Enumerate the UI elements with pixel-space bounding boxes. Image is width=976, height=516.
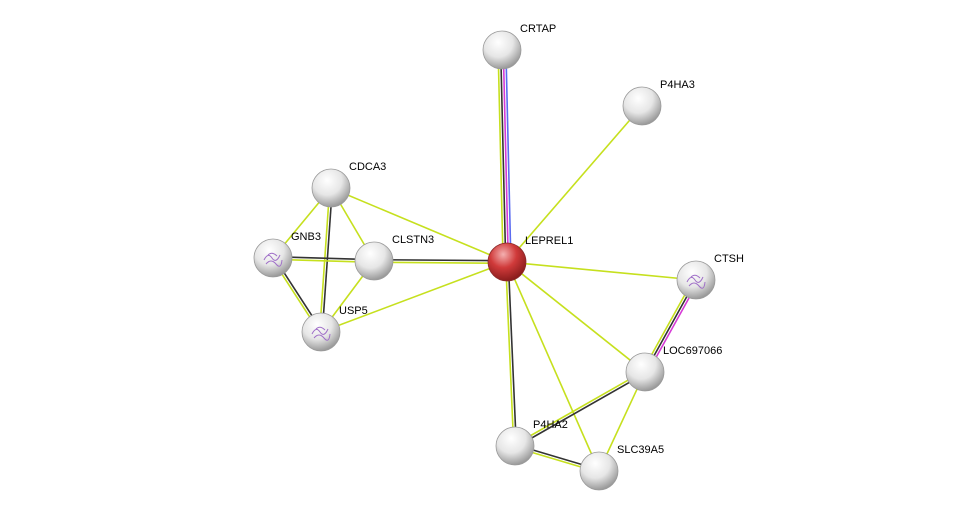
node-leprel1[interactable]: LEPREL1 bbox=[487, 235, 573, 282]
node-circle[interactable] bbox=[622, 86, 662, 126]
edge-evidence-coexpression bbox=[374, 258, 508, 262]
edge-evidence-textmining bbox=[504, 262, 515, 447]
node-label: LOC697066 bbox=[663, 345, 722, 357]
edge-p4ha3-leprel1[interactable] bbox=[506, 105, 643, 263]
node-loc697066[interactable]: LOC697066 bbox=[625, 345, 722, 392]
edge-cdca3-leprel1[interactable] bbox=[330, 187, 508, 263]
node-clstn3[interactable]: CLSTN3 bbox=[354, 234, 434, 281]
node-label: CRTAP bbox=[520, 23, 556, 35]
node-label: GNB3 bbox=[291, 231, 321, 243]
node-label: CTSH bbox=[714, 253, 744, 265]
node-p4ha3[interactable]: P4HA3 bbox=[622, 79, 695, 126]
node-circle[interactable] bbox=[311, 168, 351, 208]
node-circle[interactable] bbox=[625, 352, 665, 392]
edge-evidence-experiments bbox=[502, 49, 510, 262]
edge-evidence-textmining bbox=[320, 261, 508, 333]
node-p4ha2[interactable]: P4HA2 bbox=[495, 419, 568, 466]
edge-evidence-textmining bbox=[506, 261, 697, 281]
edge-evidence-textmining bbox=[506, 105, 643, 263]
edge-crtap-leprel1[interactable] bbox=[497, 49, 512, 263]
node-label: CLSTN3 bbox=[392, 234, 434, 246]
edge-evidence-database bbox=[505, 49, 512, 262]
edge-evidence-textmining bbox=[318, 187, 331, 332]
edge-leprel1-p4ha2[interactable] bbox=[504, 261, 518, 447]
edge-evidence-textmining bbox=[506, 261, 600, 472]
protein-structure-icon bbox=[263, 252, 283, 267]
node-circle[interactable] bbox=[676, 260, 716, 300]
edge-leprel1-ctsh[interactable] bbox=[506, 261, 697, 281]
edge-loc697066-p4ha2[interactable] bbox=[513, 370, 647, 448]
edge-leprel1-slc39a5[interactable] bbox=[506, 261, 600, 472]
node-circle[interactable] bbox=[495, 426, 535, 466]
node-circle[interactable] bbox=[579, 451, 619, 491]
node-ctsh[interactable]: CTSH bbox=[676, 253, 744, 300]
edge-evidence-textmining bbox=[373, 261, 507, 265]
edge-evidence-coexpression bbox=[515, 372, 647, 448]
node-circle[interactable] bbox=[354, 241, 394, 281]
node-label: P4HA2 bbox=[533, 419, 568, 431]
edge-evidence-coexpression bbox=[321, 188, 334, 333]
edge-evidence-textmining bbox=[506, 261, 646, 373]
edge-evidence-coexpression bbox=[499, 50, 507, 263]
edge-evidence-coexpression bbox=[507, 261, 518, 446]
query-node-circle[interactable] bbox=[487, 242, 527, 282]
edge-usp5-leprel1[interactable] bbox=[320, 261, 508, 333]
node-gnb3[interactable]: GNB3 bbox=[253, 231, 321, 278]
protein-structure-icon bbox=[311, 326, 331, 341]
edge-clstn3-leprel1[interactable] bbox=[373, 258, 508, 265]
node-label: USP5 bbox=[339, 305, 368, 317]
edge-evidence-textmining bbox=[513, 370, 645, 446]
edge-cdca3-usp5[interactable] bbox=[318, 187, 334, 333]
node-circle[interactable] bbox=[253, 238, 293, 278]
node-label: LEPREL1 bbox=[525, 235, 573, 247]
protein-structure-icon bbox=[686, 274, 706, 289]
node-usp5[interactable]: USP5 bbox=[301, 305, 368, 352]
node-slc39a5[interactable]: SLC39A5 bbox=[579, 444, 664, 491]
edge-leprel1-loc697066[interactable] bbox=[506, 261, 646, 373]
node-label: SLC39A5 bbox=[617, 444, 664, 456]
edge-evidence-textmining bbox=[497, 50, 504, 263]
node-circle[interactable] bbox=[301, 312, 341, 352]
edge-evidence-textmining bbox=[330, 187, 508, 263]
node-cdca3[interactable]: CDCA3 bbox=[311, 161, 386, 208]
node-label: P4HA3 bbox=[660, 79, 695, 91]
node-label: CDCA3 bbox=[349, 161, 386, 173]
node-circle[interactable] bbox=[482, 30, 522, 70]
node-crtap[interactable]: CRTAP bbox=[482, 23, 556, 70]
